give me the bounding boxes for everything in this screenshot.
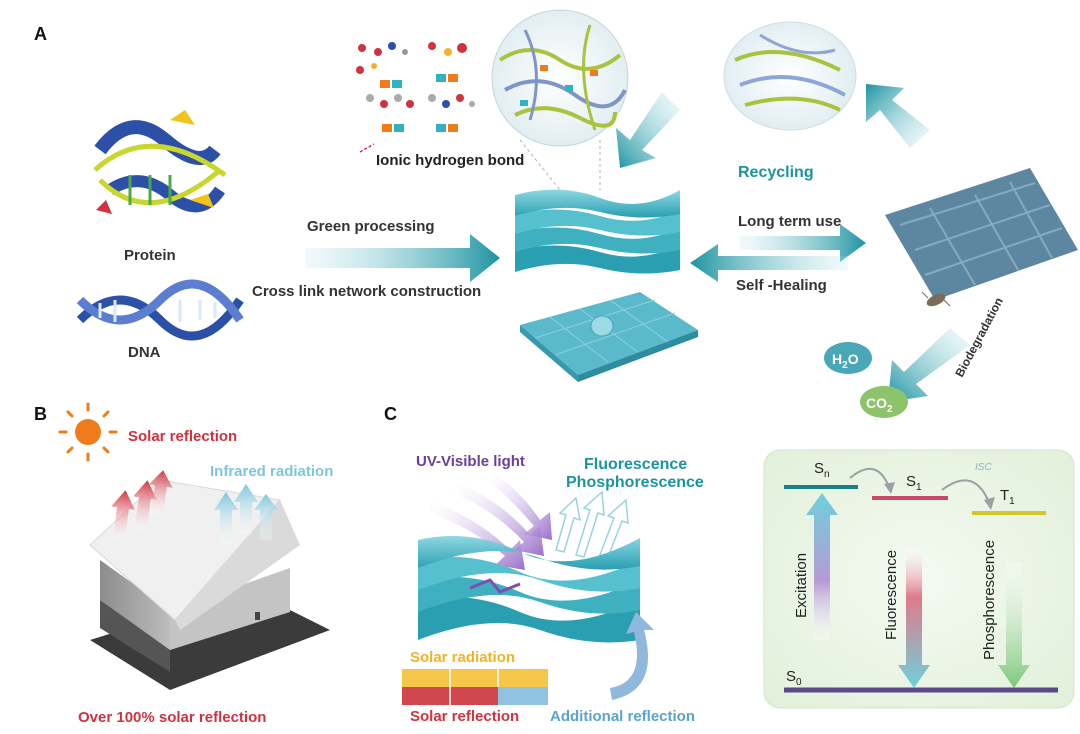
dna-illustration <box>76 279 244 341</box>
recycling-arrow <box>866 84 930 148</box>
sn-sub: n <box>824 469 830 480</box>
co2-main: CO <box>866 395 887 411</box>
recycling-label: Recycling <box>738 164 814 181</box>
long-term-use-arrow <box>740 224 866 262</box>
t1-sub: 1 <box>1009 496 1015 507</box>
molecule-cluster <box>356 42 475 153</box>
co2-drop: CO2 <box>860 386 908 418</box>
self-healing-arrow <box>690 244 848 282</box>
solar-radiation-label: Solar radiation <box>410 649 515 666</box>
fluorescence-label-j: Fluorescence <box>883 550 900 640</box>
s0-main: S <box>786 668 796 685</box>
additional-reflection-arrow <box>610 612 654 700</box>
long-term-use-label: Long term use <box>738 213 841 230</box>
uv-visible-label: UV-Visible light <box>416 453 525 470</box>
h2o-sub: 2 <box>842 360 848 371</box>
phosphorescence-arrow <box>998 562 1030 688</box>
emission-arrows <box>555 490 629 563</box>
jablonski-diagram: Sn S1 T1 S0 ISC Excitation Fluorescence … <box>763 449 1075 709</box>
panel-letter-a: A <box>34 24 47 44</box>
network-down-arrow <box>616 92 680 168</box>
green-processing-label: Green processing <box>307 218 435 235</box>
svg-text:S0: S0 <box>786 668 802 688</box>
phosphorescence-label-c: Phosphorescence <box>566 474 704 491</box>
bug-icon <box>921 291 951 307</box>
phosphorescence-label-j: Phosphorescence <box>981 540 998 660</box>
green-processing-arrow <box>305 234 500 282</box>
network-zoom-circle <box>491 9 629 191</box>
s1-sub: 1 <box>916 482 922 493</box>
patterned-film <box>520 292 698 382</box>
svg-text:CO2: CO2 <box>866 395 893 415</box>
film-stack <box>515 189 680 274</box>
svg-text:H2O: H2O <box>832 351 859 371</box>
infrared-radiation-label: Infrared radiation <box>210 463 333 480</box>
dna-label: DNA <box>128 344 161 361</box>
cross-link-label: Cross link network construction <box>252 283 481 300</box>
panel-letter-c: C <box>384 404 397 424</box>
textile-mesh <box>885 168 1078 300</box>
h2o-end: O <box>848 351 859 367</box>
self-healing-label: Self -Healing <box>736 277 827 294</box>
isc-arrow <box>941 479 991 506</box>
svg-text:T1: T1 <box>1000 487 1015 507</box>
over-100-label: Over 100% solar reflection <box>78 709 266 726</box>
sun-icon <box>58 402 118 462</box>
excitation-arrow <box>806 493 838 640</box>
h2o-drop: H2O <box>824 342 872 374</box>
solar-reflection-arrows <box>111 470 173 541</box>
solar-reflection-label-c: Solar reflection <box>410 708 519 725</box>
protein-illustration <box>93 110 227 214</box>
excitation-label: Excitation <box>793 553 810 618</box>
fluorescence-arrow <box>898 548 930 688</box>
isc-label: ISC <box>975 462 992 473</box>
luminescent-film-stack <box>418 536 640 643</box>
protein-label: Protein <box>124 247 176 264</box>
recycling-fiber-circle <box>723 21 857 131</box>
ionic-bond-label: Ionic hydrogen bond <box>376 152 524 169</box>
svg-text:Sn: Sn <box>814 460 830 480</box>
t1-main: T <box>1000 487 1009 504</box>
infrared-arrows <box>214 484 278 545</box>
h2o-main: H <box>832 351 842 367</box>
svg-text:S1: S1 <box>906 473 922 493</box>
sn-main: S <box>814 460 824 477</box>
solar-reflection-label-b: Solar reflection <box>128 428 237 445</box>
fluorescence-label-c: Fluorescence <box>584 456 687 473</box>
biodegradation-arrow <box>888 328 970 402</box>
uv-light-arrows <box>430 470 552 570</box>
s1-main: S <box>906 473 916 490</box>
panel-letter-b: B <box>34 404 47 424</box>
co2-sub: 2 <box>887 404 893 415</box>
solar-bars <box>402 669 548 705</box>
additional-reflection-label: Additional reflection <box>550 708 695 725</box>
s0-sub: 0 <box>796 677 802 688</box>
